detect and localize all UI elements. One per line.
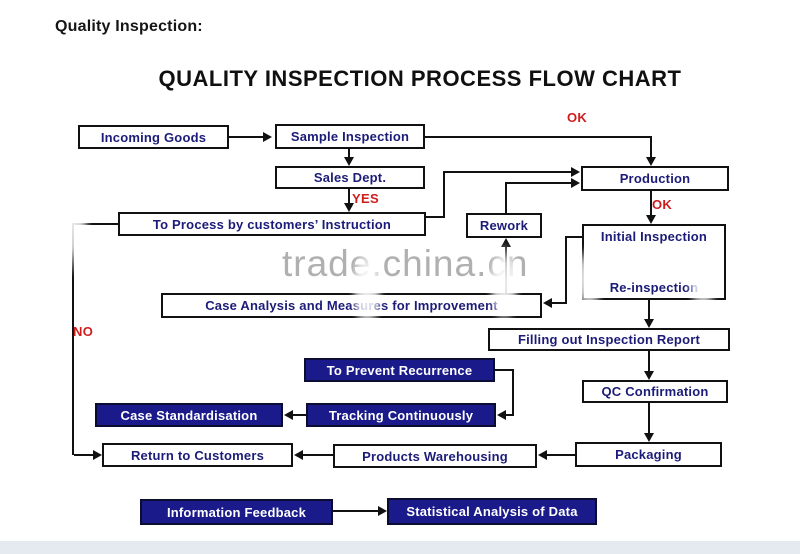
node-initial-inspection: Initial Inspection	[600, 229, 708, 244]
arrowhead-qc-to-packaging	[644, 433, 654, 442]
arrowhead-rework-to-production	[571, 178, 580, 188]
arrowhead-inspection-to-case	[543, 298, 552, 308]
edge-inspection-to-case-h2	[551, 302, 567, 304]
arrowhead-sample-to-production	[646, 157, 656, 166]
node-packaging: Packaging	[575, 442, 722, 467]
edge-incoming-to-sample	[229, 136, 263, 138]
node-filling-out-inspection-report: Filling out Inspection Report	[488, 328, 730, 351]
node-products-warehousing: Products Warehousing	[333, 444, 537, 468]
edge-inspection-to-case-h1	[565, 236, 582, 238]
arrowhead-reinspection-to-filling	[644, 319, 654, 328]
edge-no-path-v	[72, 223, 74, 455]
arrowhead-filling-to-qc	[644, 371, 654, 380]
edge-rework-to-production-v	[505, 183, 507, 213]
arrowhead-incoming-to-sample	[263, 132, 272, 142]
edge-sample-to-production-h	[425, 136, 652, 138]
node-inspection-group: Initial Inspection Re-inspection	[582, 224, 726, 300]
node-re-inspection: Re-inspection	[609, 280, 699, 295]
edge-tracking-to-standardisation	[292, 414, 306, 416]
arrowhead-no-path	[93, 450, 102, 460]
edge-sales-to-process	[348, 189, 350, 204]
node-case-standardisation: Case Standardisation	[95, 403, 283, 427]
edge-inspection-to-case-v	[565, 236, 567, 304]
label-ok-sample: OK	[567, 110, 588, 125]
node-rework: Rework	[466, 213, 542, 238]
node-information-feedback: Information Feedback	[140, 499, 333, 525]
edge-warehousing-to-return	[303, 454, 333, 456]
footer-strip	[0, 541, 800, 554]
arrowhead-sales-to-process	[344, 203, 354, 212]
node-tracking-continuously: Tracking Continuously	[306, 403, 496, 427]
arrowhead-case-to-rework	[501, 238, 511, 247]
node-statistical-analysis-of-data: Statistical Analysis of Data	[387, 498, 597, 525]
edge-production-to-initial	[650, 191, 652, 216]
arrowhead-prevent-to-tracking	[497, 410, 506, 420]
edge-prevent-to-tracking-h2	[506, 414, 514, 416]
edge-qc-to-packaging	[648, 403, 650, 434]
label-no: NO	[73, 324, 94, 339]
node-production: Production	[581, 166, 729, 191]
chart-title: QUALITY INSPECTION PROCESS FLOW CHART	[158, 66, 682, 91]
arrowhead-tracking-to-standardisation	[284, 410, 293, 420]
node-return-to-customers: Return to Customers	[102, 443, 293, 467]
arrowhead-production-to-initial	[646, 215, 656, 224]
edge-sample-to-sales	[348, 149, 350, 158]
edge-rework-to-production-h	[505, 182, 571, 184]
node-to-prevent-recurrence: To Prevent Recurrence	[304, 358, 495, 382]
node-incoming-goods: Incoming Goods	[78, 125, 229, 149]
watermark-text: trade.china.cn	[282, 243, 529, 284]
node-sample-inspection: Sample Inspection	[275, 124, 425, 149]
arrowhead-packaging-to-warehousing	[538, 450, 547, 460]
edge-sample-to-production-v	[650, 136, 652, 158]
page-header: Quality Inspection:	[55, 18, 203, 35]
edge-prevent-to-tracking-h1	[495, 369, 514, 371]
edge-packaging-to-warehousing	[547, 454, 575, 456]
edge-case-to-rework	[505, 246, 507, 293]
edge-feedback-to-statistical	[333, 510, 379, 512]
edge-process-to-production-v	[443, 172, 445, 218]
node-to-process-by-customers-instruction: To Process by customers’ Instruction	[118, 212, 426, 236]
label-ok-production: OK	[652, 197, 673, 212]
edge-no-path-h2	[74, 454, 93, 456]
arrowhead-warehousing-to-return	[294, 450, 303, 460]
edge-filling-to-qc	[648, 351, 650, 372]
edge-process-to-production-h2	[443, 171, 571, 173]
edge-prevent-to-tracking-v	[512, 369, 514, 416]
arrowhead-process-to-production	[571, 167, 580, 177]
edge-no-path-h1	[72, 223, 118, 225]
node-sales-dept: Sales Dept.	[275, 166, 425, 189]
node-qc-confirmation: QC Confirmation	[582, 380, 728, 403]
label-yes: YES	[352, 191, 379, 206]
arrowhead-feedback-to-statistical	[378, 506, 387, 516]
edge-process-to-production-h1	[426, 216, 445, 218]
node-case-analysis: Case Analysis and Measures for Improveme…	[161, 293, 542, 318]
arrowhead-sample-to-sales	[344, 157, 354, 166]
edge-reinspection-to-filling	[648, 300, 650, 320]
